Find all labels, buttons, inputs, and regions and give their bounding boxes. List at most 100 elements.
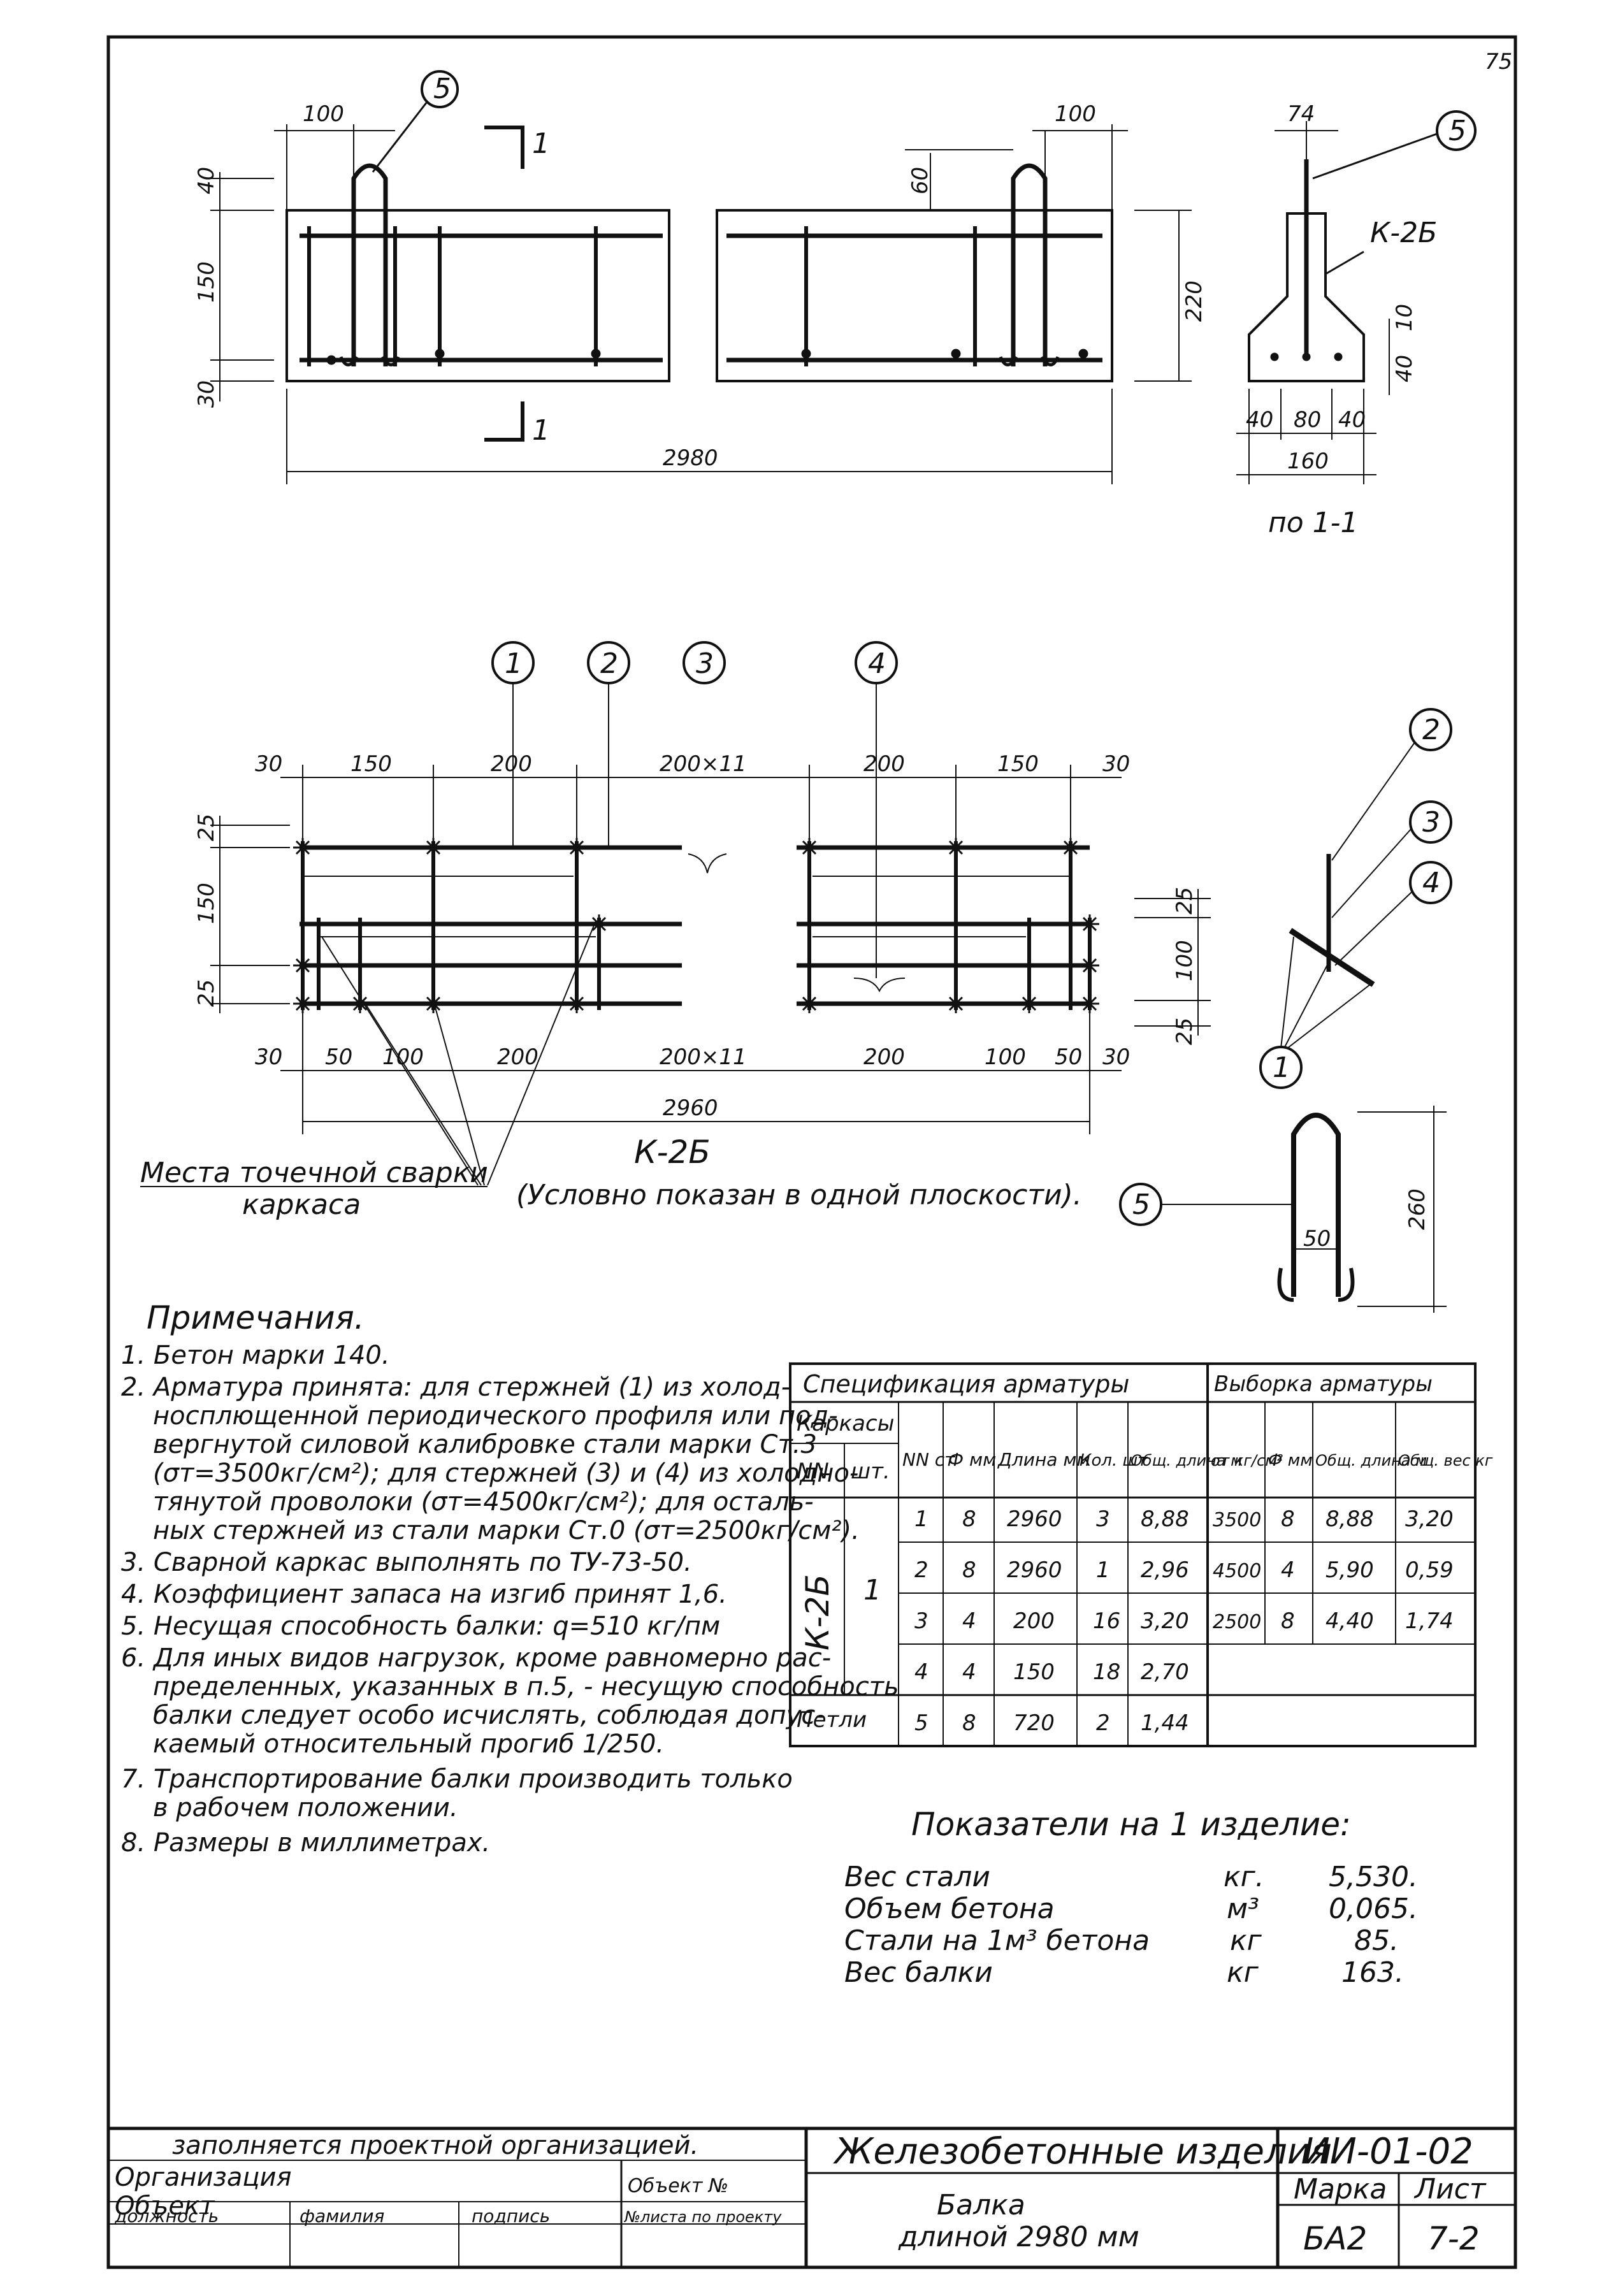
side-callout-4: 4: [1422, 867, 1440, 899]
cell: 2960: [1007, 1506, 1062, 1532]
selection-title: Выборка арматуры: [1214, 1371, 1433, 1397]
left-dim-25-top: 25: [194, 814, 219, 841]
top-dim-150-right: 150: [997, 751, 1039, 777]
spec-rows: 1 8 2960 3 8,88 2 8 2960 1 2,96 3 4 200 …: [914, 1506, 1454, 1736]
hdr-sigma: σт кг/см²: [1211, 1452, 1283, 1469]
cell: 4: [914, 1659, 928, 1685]
indicator-value: 163.: [1341, 1956, 1404, 1989]
note-line: 3. Сварной каркас выполнять по ТУ-73-50.: [121, 1548, 692, 1577]
loop-dim-50: 50: [1303, 1226, 1331, 1252]
spec-table: [789, 1362, 1477, 1747]
sheet-value: 7-2: [1427, 2220, 1480, 2257]
section-dim-160: 160: [1287, 449, 1329, 474]
cell: 1: [1096, 1557, 1110, 1583]
frame-count-cell: 1: [863, 1574, 881, 1606]
hdr-nn: NN: [797, 1459, 829, 1484]
cell: 2960: [1007, 1557, 1062, 1583]
section-1-1: [1236, 110, 1477, 484]
title-surname: фамилия: [300, 2206, 384, 2227]
title-org: Организация: [115, 2163, 292, 2192]
cell: 1: [914, 1506, 928, 1532]
cell: 8,88: [1325, 1506, 1374, 1532]
cell: 8: [962, 1557, 976, 1583]
item-name-1: Балка: [937, 2189, 1025, 2221]
notes-block: Примечания. 1. Бетон марки 140. 2. Армат…: [121, 1299, 899, 1858]
top-dim-150-left: 150: [350, 751, 392, 777]
note-line: носплющенной периодического профиля или …: [153, 1401, 838, 1431]
cell: 1,74: [1405, 1608, 1454, 1634]
item-name-2: длиной 2980 мм: [898, 2221, 1139, 2253]
series-title: Железобетонные изделия: [833, 2131, 1332, 2172]
right-dim-25-bottom: 25: [1172, 1018, 1197, 1045]
cell: 2500: [1213, 1611, 1261, 1633]
dim-150: 150: [194, 261, 219, 303]
section-dim-10: 10: [1392, 304, 1417, 331]
indicators-title: Показатели на 1 изделие:: [911, 1806, 1351, 1843]
hdr-karkasy: Каркасы: [797, 1411, 894, 1436]
hdr-phi: Ф мм: [948, 1449, 996, 1470]
note-line: 2. Арматура принята: для стержней (1) из…: [121, 1373, 790, 1402]
cell: 0,59: [1405, 1557, 1454, 1583]
cell: 2: [1096, 1710, 1110, 1736]
bottom-dim-30-left: 30: [255, 1044, 282, 1070]
note-line: 6. Для иных видов нагрузок, кроме равном…: [121, 1643, 831, 1673]
section-dim-40: 40: [1392, 355, 1417, 382]
hdr-length: Длина мм: [997, 1449, 1090, 1470]
section-mark-bottom: 1: [532, 414, 550, 447]
cell: 3: [914, 1608, 928, 1634]
weld-points: [293, 838, 1099, 1013]
cell: 8: [1281, 1608, 1295, 1634]
title-sheet-in-project: №листа по проекту: [623, 2208, 782, 2226]
note-line: 7. Транспортирование балки производить т…: [121, 1765, 793, 1794]
side-callout-2: 2: [1422, 714, 1440, 746]
indicators-block: Показатели на 1 изделие: Вес стали кг. 5…: [844, 1806, 1418, 1989]
loops-label-cell: Петли: [797, 1707, 867, 1733]
cell: 5: [914, 1710, 928, 1736]
beam-right-part: [716, 209, 1113, 382]
title-block: [108, 2126, 1515, 2267]
frame-callout-2: 2: [600, 647, 618, 680]
top-dim-30-right: 30: [1102, 751, 1130, 777]
hdr-phi2: Ф мм: [1268, 1451, 1313, 1470]
note-line: (σт=3500кг/см²); для стержней (3) и (4) …: [153, 1459, 858, 1488]
indicator-unit: кг: [1230, 1924, 1262, 1957]
note-line: 8. Размеры в миллиметрах.: [121, 1828, 490, 1858]
left-dim-150: 150: [194, 883, 219, 924]
section-dim-74: 74: [1287, 101, 1315, 127]
dim-40-top: 40: [194, 167, 219, 194]
frame-total-2960: 2960: [663, 1095, 718, 1121]
section-dim-b3: 40: [1338, 407, 1366, 433]
indicator-unit: кг.: [1224, 1861, 1264, 1893]
indicator-value: 5,530.: [1329, 1861, 1418, 1893]
dim-220: 220: [1181, 280, 1207, 322]
cell: 8: [962, 1506, 976, 1532]
bottom-dim-100-left: 100: [382, 1044, 424, 1070]
frame-subtitle: (Условно показан в одной плоскости).: [516, 1179, 1082, 1211]
cell: 2,96: [1141, 1557, 1189, 1583]
bottom-dim-30-right: 30: [1102, 1044, 1130, 1070]
cell: 720: [1013, 1710, 1055, 1736]
dim-loop-left: 100: [303, 101, 344, 127]
note-line: балки следует особо исчислять, соблюдая …: [153, 1701, 825, 1730]
weld-label-line1: Места точечной сварки: [140, 1157, 488, 1189]
cell: 4,40: [1325, 1608, 1374, 1634]
title-object: Объект: [115, 2191, 215, 2221]
cell: 5,90: [1325, 1557, 1374, 1583]
frame-name: К-2Б: [634, 1134, 711, 1171]
bottom-dim-50-left: 50: [325, 1044, 352, 1070]
corner-sheet-number: 75: [1485, 49, 1512, 75]
cell: 8: [1281, 1506, 1295, 1532]
note-line: пределенных, указанных в п.5, - несущую …: [153, 1672, 899, 1701]
note-line: 4. Коэффициент запаса на изгиб принят 1,…: [121, 1580, 727, 1609]
indicator-value: 0,065.: [1329, 1893, 1418, 1925]
weld-label-line2: каркаса: [242, 1188, 361, 1221]
hdr-total-len: Общ. длина м: [1130, 1452, 1242, 1469]
loop-detail: [1119, 1106, 1447, 1313]
title-object-no: Объект №: [628, 2175, 728, 2197]
cell: 4500: [1213, 1560, 1261, 1582]
frame-callout-1: 1: [505, 647, 523, 680]
left-dim-25-bottom: 25: [194, 979, 219, 1007]
note-line: ных стержней из стали марки Ст.0 (σт=250…: [153, 1516, 860, 1545]
beam-elevation: [210, 70, 1192, 484]
bottom-dim-200x11: 200×11: [660, 1044, 747, 1070]
